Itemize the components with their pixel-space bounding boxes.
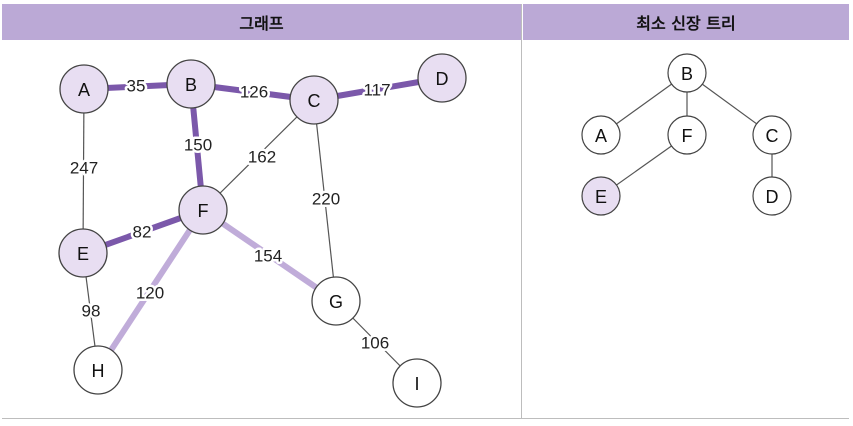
mst-node-circle-C [752, 115, 792, 155]
graph-node-circle-G [311, 276, 361, 326]
edge-weight-A-E: 247 [70, 159, 98, 178]
edge-weight-E-H: 98 [82, 302, 101, 321]
graph-node-circle-C [289, 75, 339, 125]
mst-node-label-E: E [595, 187, 607, 207]
edge-weight-G-I: 106 [361, 334, 389, 353]
graph-node-circle-A [59, 64, 109, 114]
graph-node-E: E [58, 228, 108, 278]
mst-node-circle-B [667, 53, 707, 93]
edge-weight-F-G: 154 [254, 247, 282, 266]
graph-node-label-A: A [78, 80, 90, 100]
graph-node-circle-F [178, 185, 228, 235]
graph-node-G: G [311, 276, 361, 326]
edge-F-H [95, 208, 206, 372]
mst-node-B: B [667, 53, 707, 93]
graph-panel-header: 그래프 [2, 4, 521, 40]
edge-weight-E-F: 82 [133, 223, 152, 242]
edge-C-G [313, 99, 337, 302]
graph-node-circle-B [166, 59, 216, 109]
mst-node-circle-E [581, 176, 621, 216]
mst-node-circle-F [667, 115, 707, 155]
graph-node-A: A [59, 64, 109, 114]
panel-divider [521, 4, 522, 419]
bottom-rule [2, 418, 849, 419]
edge-weight-B-C: 126 [240, 83, 268, 102]
edge-weight-A-B: 35 [127, 77, 146, 96]
graph-node-circle-I [392, 358, 442, 408]
edge-A-E [82, 88, 85, 254]
mst-node-D: D [752, 176, 792, 216]
graph-panel-title: 그래프 [239, 14, 284, 33]
mst-panel-header: 최소 신장 트리 [523, 4, 849, 40]
mst-node-label-A: A [595, 126, 607, 146]
mst-node-label-D: D [766, 187, 779, 207]
mst-node-label-F: F [682, 126, 693, 146]
graph-node-label-E: E [77, 244, 89, 264]
mst-node-C: C [752, 115, 792, 155]
edge-F-G [201, 207, 338, 304]
graph-node-H: H [73, 345, 123, 395]
graph-node-label-F: F [198, 201, 209, 221]
graph-node-label-G: G [329, 292, 343, 312]
graph-node-label-B: B [185, 75, 197, 95]
mst-node-F: F [667, 115, 707, 155]
graph-node-label-I: I [414, 374, 419, 394]
edge-weight-F-H: 120 [136, 284, 164, 303]
edge-weight-B-F: 150 [184, 136, 212, 155]
graph-node-I: I [392, 358, 442, 408]
mst-node-label-C: C [766, 126, 779, 146]
graph-node-circle-H [73, 345, 123, 395]
graph-node-label-C: C [308, 91, 321, 111]
graph-node-C: C [289, 75, 339, 125]
mst-panel-title: 최소 신장 트리 [636, 14, 736, 33]
mst-node-circle-A [581, 115, 621, 155]
graph-node-B: B [166, 59, 216, 109]
graph-node-circle-E [58, 228, 108, 278]
graph-node-label-H: H [92, 361, 105, 381]
edge-C-F [202, 99, 315, 211]
graph-node-F: F [178, 185, 228, 235]
graph-node-circle-D [417, 53, 467, 103]
edge-weight-C-D: 117 [363, 81, 390, 100]
mst-node-label-B: B [681, 64, 693, 84]
mst-node-circle-D [752, 176, 792, 216]
edge-weight-C-F: 162 [248, 148, 276, 167]
graph-node-D: D [417, 53, 467, 103]
mst-node-A: A [581, 115, 621, 155]
mst-node-E: E [581, 176, 621, 216]
edge-weight-C-G: 220 [312, 190, 340, 209]
graph-node-label-D: D [436, 69, 449, 89]
